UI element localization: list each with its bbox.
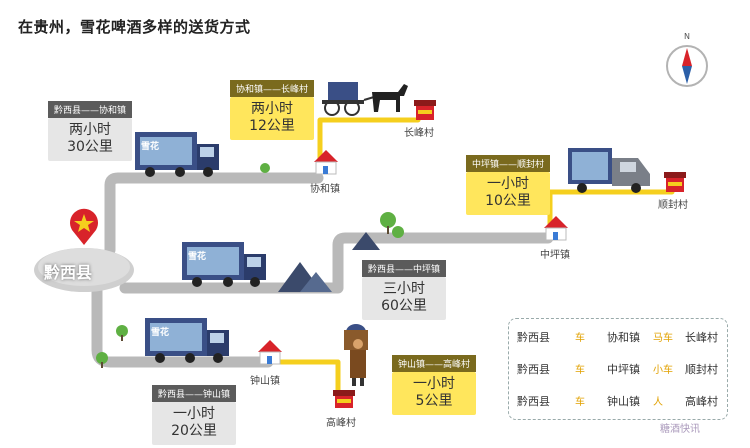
path-to-shunfeng	[547, 189, 675, 228]
house-icon	[258, 150, 568, 365]
watermark: 糖酒快讯	[660, 424, 700, 435]
legend-village: 顺封村	[685, 363, 718, 376]
legend-origin: 黔西县	[517, 331, 550, 344]
legend-mode: 车	[575, 397, 585, 408]
route-distance: 5公里	[415, 393, 453, 409]
star-icon	[74, 214, 94, 232]
truck-logo: 雪花	[188, 252, 207, 262]
route-distance: 10公里	[485, 193, 531, 209]
village-label-changfeng: 长峰村	[404, 128, 434, 139]
compass-icon	[666, 45, 708, 87]
town-label-xiehe: 协和镇	[310, 184, 340, 195]
legend-town: 中坪镇	[607, 363, 640, 376]
legend-row: 黔西县 车 协和镇 马车 长峰村	[517, 329, 722, 349]
route-distance: 30公里	[67, 139, 113, 155]
route-tag: 黔西县——中坪镇	[362, 260, 447, 277]
route-time: 三小时	[383, 281, 425, 297]
legend-mode: 车	[575, 365, 585, 376]
route-time: 两小时	[69, 122, 111, 138]
village-gate-icon	[333, 100, 686, 408]
town-label-zhongping: 中坪镇	[540, 250, 570, 261]
truck-logo: 雪花	[151, 328, 170, 338]
route-tag: 黔西县——钟山镇	[152, 385, 237, 402]
route-distance: 20公里	[171, 423, 217, 439]
legend-town: 钟山镇	[607, 395, 640, 408]
callout-qianxi-xiehe: 黔西县——协和镇 两小时 30公里	[48, 98, 133, 161]
truck-logo: 雪花	[141, 142, 160, 152]
mountains-icon	[278, 232, 380, 292]
route-tag: 黔西县——协和镇	[48, 101, 133, 118]
town-label-zhongshan: 钟山镇	[250, 376, 280, 387]
legend-row: 黔西县 车 中坪镇 小车 顺封村	[517, 361, 722, 381]
callout-xiehe-changfeng: 协和镇——长峰村 两小时 12公里	[230, 77, 315, 140]
route-tag: 钟山镇——高峰村	[392, 355, 477, 372]
route-distance: 12公里	[249, 118, 295, 134]
village-label-shunfeng: 顺封村	[658, 200, 688, 211]
legend-village: 长峰村	[685, 331, 718, 344]
delivery-legend: 黔西县 车 协和镇 马车 长峰村 黔西县 车 中坪镇 小车 顺封村 黔西县 车 …	[508, 318, 728, 420]
origin-label: 黔西县	[44, 263, 93, 282]
legend-village: 高峰村	[685, 395, 718, 408]
legend-origin: 黔西县	[517, 363, 550, 376]
callout-qianxi-zhongshan: 黔西县——钟山镇 一小时 20公里	[152, 382, 237, 445]
route-time: 两小时	[251, 101, 293, 117]
route-tag: 协和镇——长峰村	[230, 80, 315, 97]
village-label-gaofeng: 高峰村	[326, 418, 356, 429]
path-to-gaofeng	[267, 359, 341, 395]
route-distance: 60公里	[381, 298, 427, 314]
page-title: 在贵州，雪花啤酒多样的送货方式	[18, 18, 251, 36]
van-icon	[568, 148, 650, 193]
route-time: 一小时	[413, 376, 455, 392]
route-time: 一小时	[173, 406, 215, 422]
legend-mode: 车	[575, 333, 585, 344]
trees-icon	[96, 163, 404, 368]
legend-origin: 黔西县	[517, 395, 550, 408]
legend-town: 协和镇	[607, 331, 640, 344]
road-to-zhongping	[119, 232, 554, 294]
route-time: 一小时	[487, 176, 529, 192]
origin-marker	[34, 208, 134, 292]
legend-row: 黔西县 车 钟山镇 人 高峰村	[517, 393, 722, 413]
legend-mode: 马车	[653, 333, 673, 344]
legend-mode: 人	[653, 397, 663, 408]
road-to-xiehe	[104, 172, 324, 256]
truck-icon	[135, 132, 266, 363]
legend-mode: 小车	[653, 365, 673, 376]
compass-north-label: N	[684, 32, 690, 41]
path-to-changfeng	[317, 117, 421, 168]
porter-icon	[344, 324, 368, 386]
horse-cart-icon	[322, 82, 408, 116]
callout-qianxi-zhongping: 黔西县——中坪镇 三小时 60公里	[362, 257, 447, 320]
callout-zhongping-shunfeng: 中坪镇——顺封村 一小时 10公里	[466, 152, 551, 215]
route-tag: 中坪镇——顺封村	[466, 155, 551, 172]
callout-zhongshan-gaofeng: 钟山镇——高峰村 一小时 5公里	[392, 352, 477, 415]
